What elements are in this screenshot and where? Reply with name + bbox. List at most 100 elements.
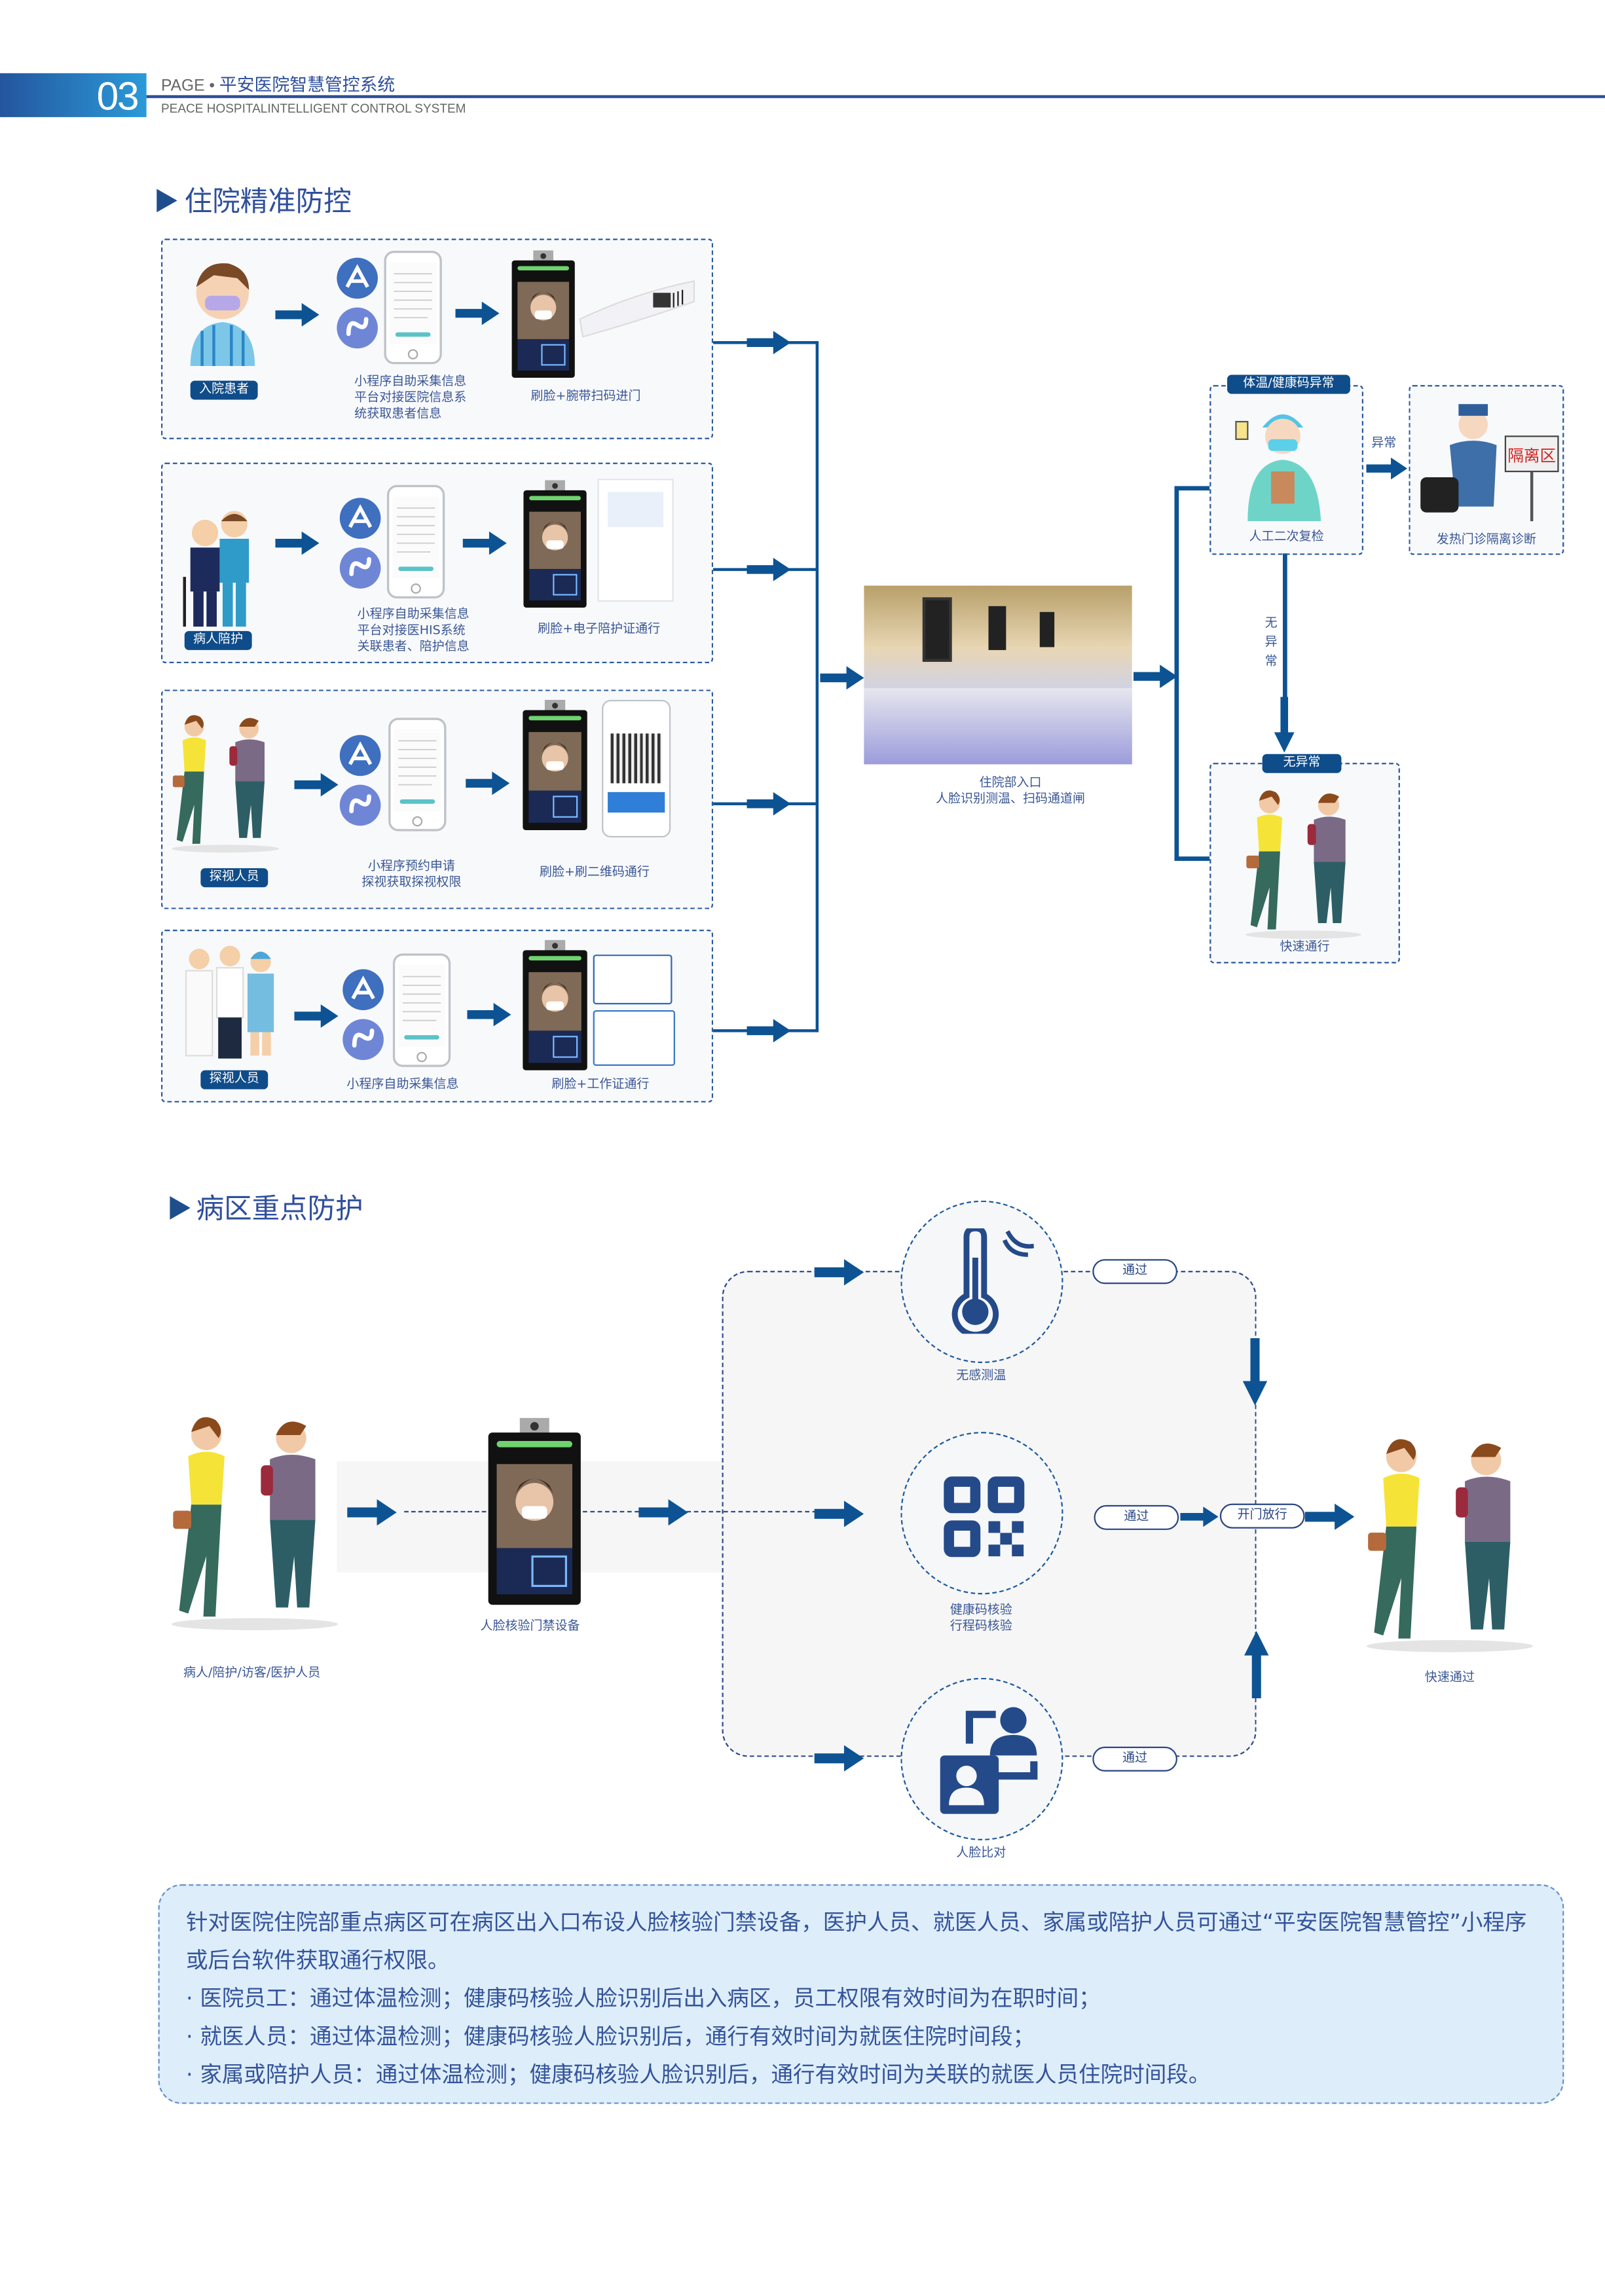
char: 异 — [1264, 635, 1278, 650]
step3-caption: 刷脸+腕带扫码进门 — [530, 389, 641, 405]
arrow-right-icon — [466, 772, 509, 795]
line: 人脸识别测温、扫码通道闸 — [935, 792, 1086, 807]
role-tag: 病人陪护 — [184, 630, 252, 650]
char: 常 — [1264, 654, 1278, 669]
section2-title: 病区重点防护 — [196, 1193, 363, 1226]
gate-screen — [922, 597, 952, 662]
line: 平台对接医院信息系 — [354, 391, 467, 406]
description-intro: 针对医院住院部重点病区可在病区出入口布设人脸核验门禁设备，医护人员、就医人员、家… — [186, 1909, 1527, 1974]
normal-tag: 无异常 — [1262, 754, 1342, 773]
description-bullet: · 医院员工：通过体温检测；健康码核验人脸识别后出入病区，员工权限有效时间为在职… — [186, 1985, 1101, 2012]
dashed-connector — [404, 1510, 487, 1513]
description-box: 针对医院住院部重点病区可在病区出入口布设人脸核验门禁设备，医护人员、就医人员、家… — [158, 1884, 1564, 2104]
abnormal-tag: 体温/健康码异常 — [1227, 374, 1350, 394]
gate-photo — [864, 585, 1132, 765]
abnormal-label: 异常 — [1371, 436, 1397, 451]
step2-text: 小程序自助采集信息 — [325, 1078, 480, 1094]
code-caption: 健康码核验行程码核验 — [908, 1603, 1055, 1635]
pass-badge: 通过 — [1094, 1504, 1179, 1530]
line: 住院部入口 — [979, 776, 1042, 791]
arrow-right-icon — [1180, 1505, 1218, 1529]
phone-screenshot — [386, 484, 445, 598]
patient-illustration — [190, 263, 255, 367]
connector — [815, 341, 819, 1032]
header-divider — [146, 95, 1605, 98]
system-title: 平安医院智慧管控系统 — [219, 75, 396, 96]
code-check — [900, 1432, 1063, 1595]
mini-program-icons — [339, 732, 382, 835]
mini-program-icons — [335, 255, 379, 357]
qr-code-icon — [944, 1476, 1025, 1558]
arrow-right-icon — [454, 302, 501, 325]
arrow-right-icon — [805, 1259, 873, 1285]
no-abnormal-line — [1282, 553, 1287, 718]
arrow-right-icon — [805, 1745, 873, 1772]
arrow-right-icon — [1301, 1504, 1359, 1530]
role-tag: 入院患者 — [190, 380, 258, 400]
temperature-caption: 无感测温 — [956, 1368, 1006, 1384]
section-marker-icon — [157, 189, 177, 213]
page-number: 03 — [96, 75, 139, 119]
face-device-image — [521, 700, 589, 831]
line: 小程序自助采集信息 — [346, 1077, 459, 1093]
no-abnormal-label: 无异常 — [1263, 615, 1280, 672]
arrow-right-icon — [820, 666, 864, 690]
arrow-down-icon — [1272, 697, 1296, 752]
recheck-caption: 人工二次复检 — [1249, 530, 1324, 545]
role-tag: 探视人员 — [200, 868, 268, 888]
phone-screenshot — [392, 953, 451, 1067]
qr-code-image — [610, 733, 662, 784]
temperature-check — [900, 1200, 1063, 1363]
medical-staff-illustration — [185, 945, 274, 1059]
mini-program-icons — [341, 966, 385, 1069]
people-exit-illustration — [1359, 1423, 1540, 1658]
pass-badge: 通过 — [1092, 1746, 1177, 1772]
isolation-sign-text: 隔离区 — [1507, 446, 1556, 465]
line: 平台对接医HIS系统 — [357, 623, 466, 639]
arrow-up-icon — [1244, 1631, 1270, 1698]
step3-caption: 刷脸+电子陪护证通行 — [538, 622, 661, 637]
phone-banner — [608, 792, 665, 813]
arrow-down-icon — [1242, 1338, 1268, 1406]
step2-text: 小程序预约申请探视获取探视权限 — [340, 860, 483, 892]
visitors-illustration — [167, 707, 284, 854]
visitors-illustration — [1239, 782, 1368, 940]
description-bullet: · 就医人员：通过体温检测；健康码核验人脸识别后，通行有效时间为就医住院时间段； — [186, 2023, 1035, 2050]
line: 关联患者、陪护信息 — [357, 640, 470, 655]
arrow-right-icon — [1366, 457, 1407, 481]
connector — [713, 802, 817, 805]
gate-screen — [988, 606, 1006, 650]
section-marker-icon — [170, 1196, 191, 1220]
connector — [713, 341, 817, 344]
isolation-caption: 发热门诊隔离诊断 — [1436, 533, 1536, 548]
step2-text: 小程序自助采集信息平台对接医院信息系统获取患者信息 — [337, 374, 509, 423]
role-tag: 探视人员 — [200, 1070, 268, 1089]
branch-line — [1174, 486, 1210, 490]
section1-title: 住院精准防控 — [184, 186, 352, 219]
work-badge-image — [593, 955, 673, 1005]
isolation-illustration: 隔离区 — [1420, 404, 1559, 522]
face-device-image — [509, 250, 577, 379]
face-compare-icon — [940, 1707, 1038, 1814]
step3-caption: 刷脸+工作证通行 — [551, 1077, 650, 1093]
step3-caption: 刷脸+刷二维码通行 — [539, 865, 650, 881]
thermometer-icon — [951, 1228, 1034, 1334]
line: 健康码核验 — [950, 1603, 1012, 1618]
gate-turnstiles — [864, 688, 1132, 765]
companion-illustration — [183, 511, 249, 627]
dashed-connector — [583, 1510, 847, 1513]
bullet: • — [209, 77, 215, 96]
connector — [713, 1029, 817, 1032]
companion-pass-image — [597, 479, 674, 602]
gate-caption: 住院部入口人脸识别测温、扫码通道闸 — [893, 776, 1128, 808]
arrow-right-icon — [294, 1004, 338, 1028]
people-caption: 病人/陪护/访客/医护人员 — [183, 1666, 321, 1681]
arrow-right-icon — [630, 1499, 697, 1525]
step2-text: 小程序自助采集信息平台对接医HIS系统关联患者、陪护信息 — [340, 608, 513, 656]
char: 无 — [1264, 616, 1278, 631]
mini-program-icons — [339, 495, 382, 598]
qr-thumbnail — [608, 492, 664, 528]
qr-phone-image — [602, 699, 671, 838]
arrow-right-icon — [275, 303, 319, 327]
